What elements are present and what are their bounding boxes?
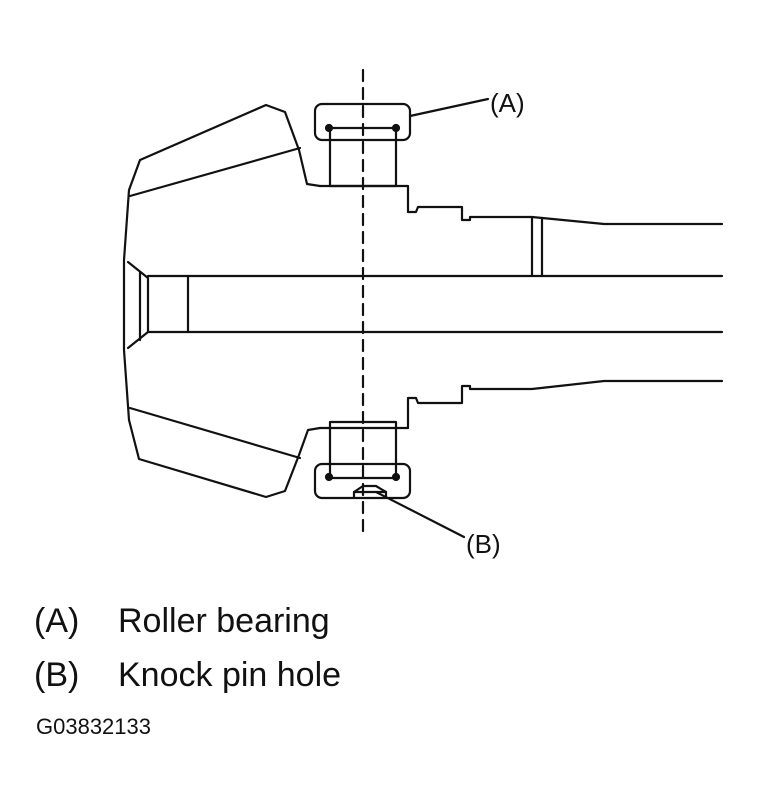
flange-upper-face bbox=[128, 146, 302, 198]
bore-chamfer bbox=[126, 260, 150, 350]
legend-text-b: Knock pin hole bbox=[118, 656, 342, 694]
upper-bearing-pin-left bbox=[324, 123, 334, 133]
shaft-upper-profile bbox=[318, 184, 724, 226]
legend-key-b: (B) bbox=[34, 656, 80, 694]
flange-lower-face bbox=[128, 406, 302, 460]
figure-id: G03832133 bbox=[36, 714, 151, 739]
upper-bearing-cage bbox=[313, 102, 412, 142]
upper-bearing-pin-right bbox=[391, 123, 401, 133]
leader-line-a bbox=[408, 97, 490, 118]
flange-outline bbox=[122, 103, 322, 499]
lower-bearing-pin-right bbox=[391, 472, 401, 482]
legend-key-a: (A) bbox=[34, 602, 80, 640]
legend-text-a: Roller bearing bbox=[118, 602, 330, 640]
shaft-bearing-diagram: (A) (B) bbox=[122, 68, 724, 559]
leader-line-b bbox=[374, 490, 466, 539]
legend-row-b: (B) Knock pin hole bbox=[34, 648, 734, 702]
callout-b-label: (B) bbox=[466, 529, 501, 559]
lower-bearing-pin-left bbox=[324, 472, 334, 482]
callout-a-label: (A) bbox=[490, 88, 525, 118]
shaft-lower-profile bbox=[318, 379, 724, 430]
legend-row-a: (A) Roller bearing bbox=[34, 594, 734, 648]
legend: (A) Roller bearing (B) Knock pin hole bbox=[34, 594, 734, 702]
lower-bearing-cage bbox=[313, 462, 412, 500]
